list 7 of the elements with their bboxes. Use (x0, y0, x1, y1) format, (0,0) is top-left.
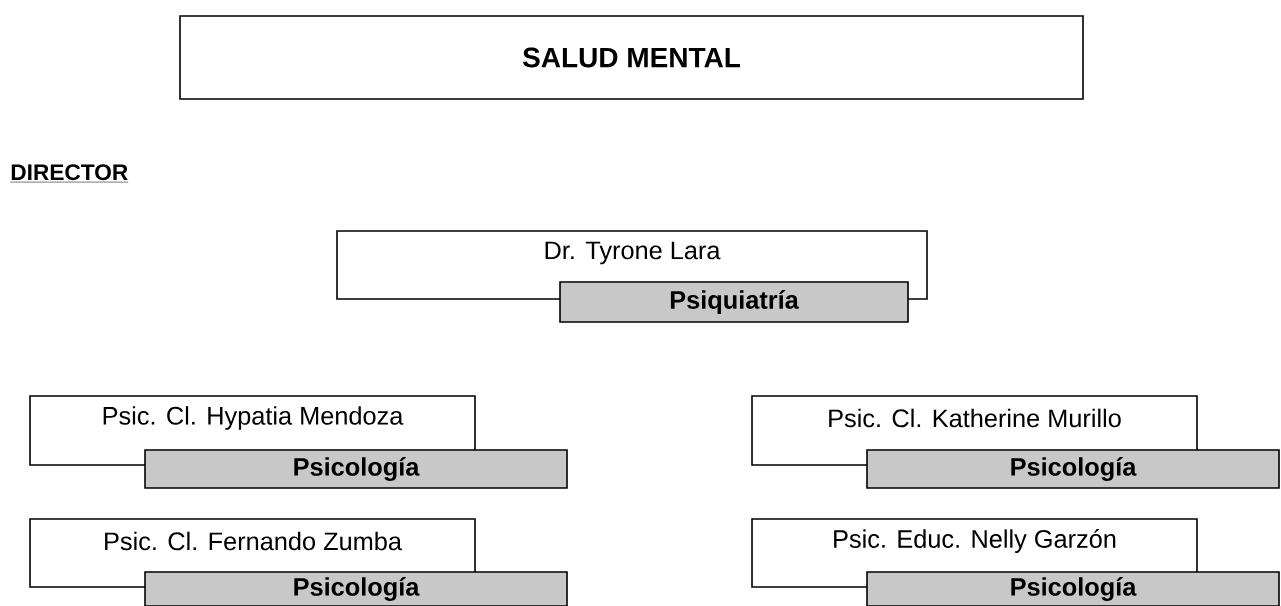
staff-card: Psic. Cl. Fernando Zumba Psicología (29, 518, 568, 606)
staff-card: Psic. Cl. Katherine Murillo Psicología (751, 395, 1280, 489)
staff-card: Psic. Cl. Hypatia Mendoza Psicología (29, 395, 568, 489)
title-box: SALUD MENTAL (179, 15, 1084, 100)
staff-card: Dr. Tyrone Lara Psiquiatría (336, 230, 928, 323)
section-heading: DIRECTOR (10, 164, 129, 183)
staff-card: Psic. Educ. Nelly Garzón Psicología (751, 518, 1280, 606)
